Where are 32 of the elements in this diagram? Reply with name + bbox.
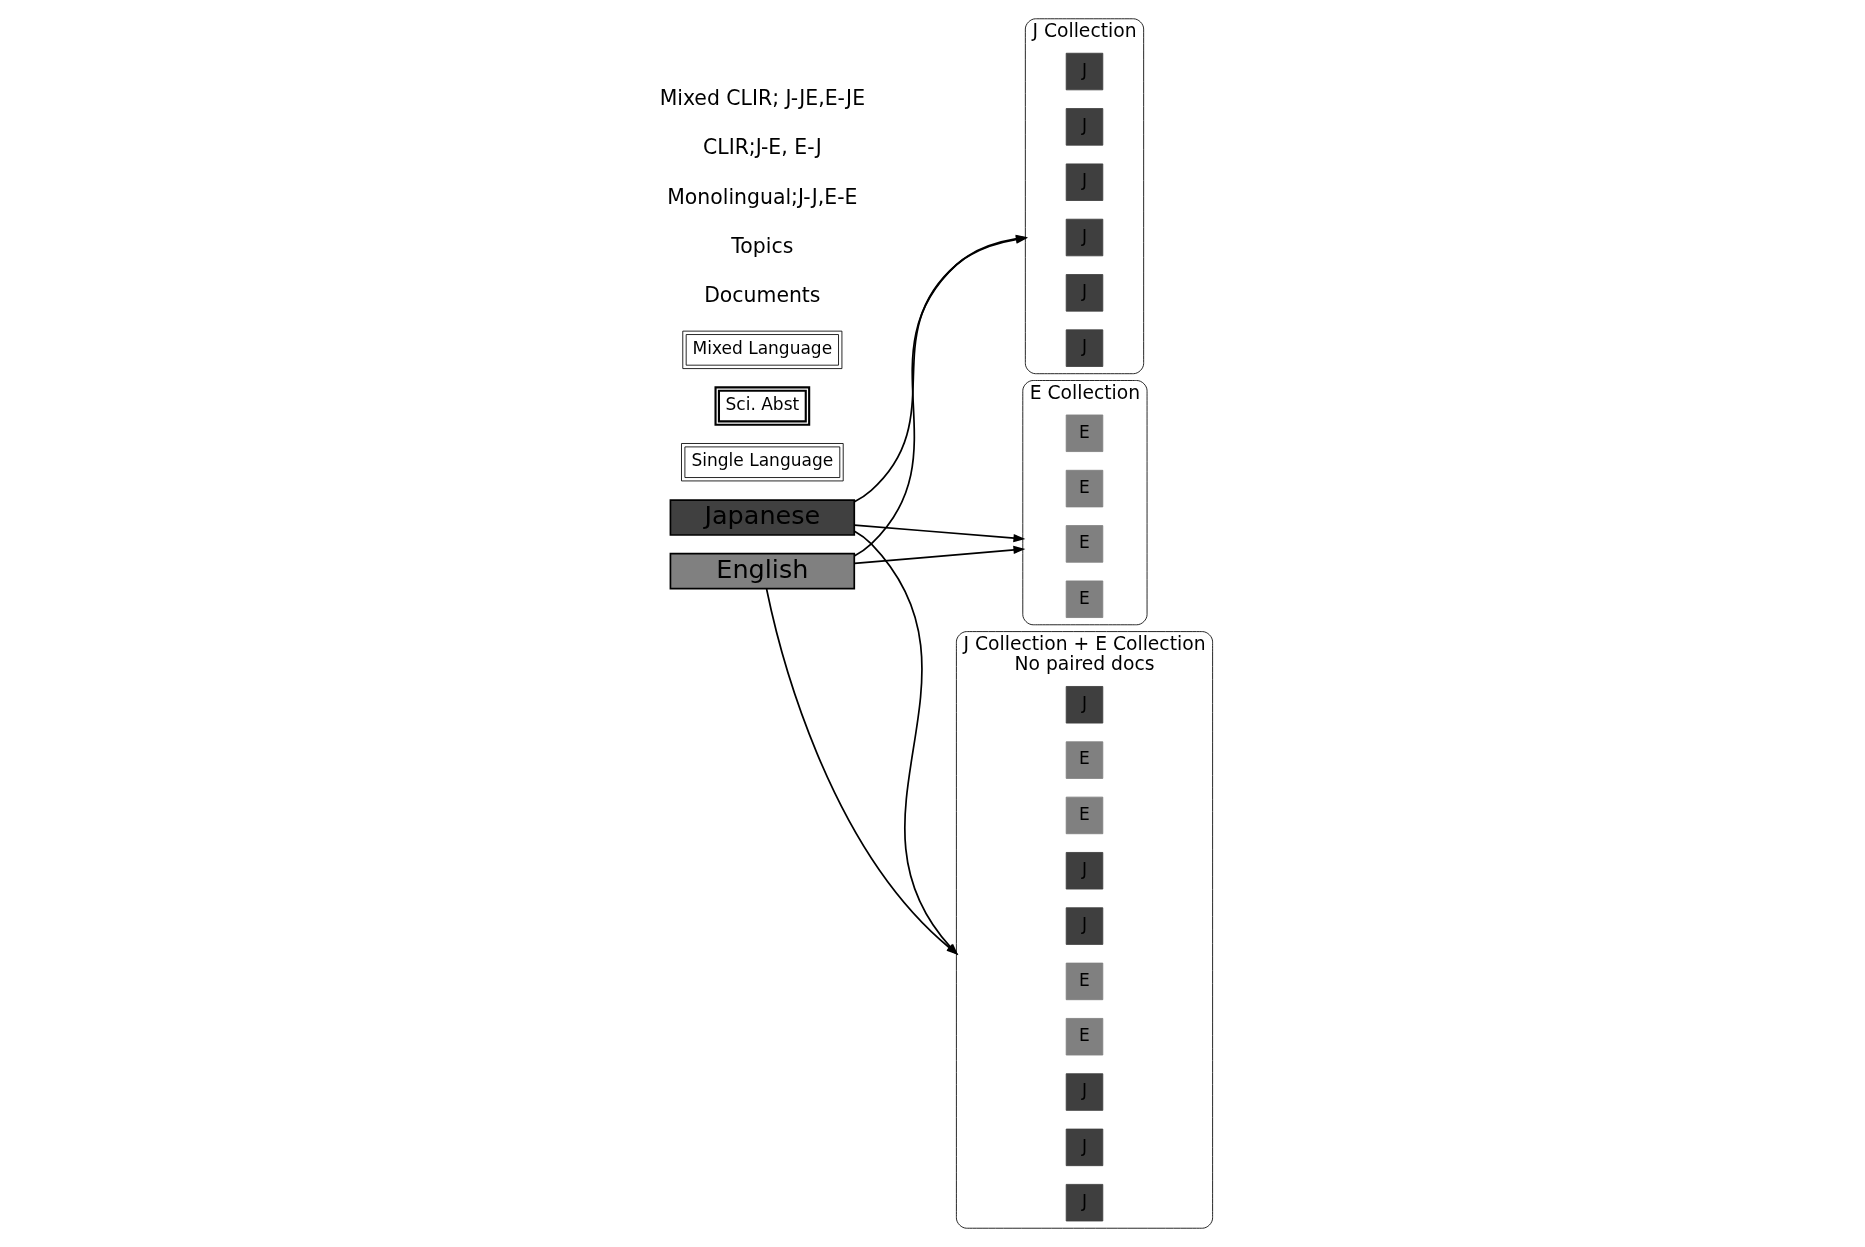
node-box: J <box>1065 852 1103 890</box>
node-box: J <box>1065 52 1103 91</box>
arrow <box>853 545 1025 565</box>
node-box: J <box>1065 163 1103 201</box>
node-box: J <box>1065 108 1103 146</box>
node-box: J <box>1065 1128 1103 1167</box>
node-box: E <box>1065 580 1103 618</box>
node-box: E <box>1065 962 1103 1001</box>
node-label: No paired docs <box>1014 653 1154 675</box>
label: Topics <box>730 234 793 258</box>
node-box: J <box>1065 1073 1103 1111</box>
node-box: J <box>1065 686 1103 724</box>
node-box: J <box>1065 1183 1103 1222</box>
node-box: English <box>669 552 855 590</box>
node-box: E <box>1065 525 1103 563</box>
label: Mixed CLIR; J-JE,E-JE <box>659 85 865 110</box>
node-box: E <box>1065 1018 1103 1056</box>
arrow <box>853 530 958 956</box>
node-box: J <box>1065 329 1103 367</box>
node-box: E <box>1065 414 1103 452</box>
node-box: J <box>1065 274 1103 312</box>
node-box: Japanese <box>669 499 855 536</box>
node-box: E <box>1065 469 1103 508</box>
arrow <box>853 524 1025 543</box>
node-box: E <box>1065 741 1103 779</box>
arrow <box>765 588 958 955</box>
label: CLIR;J-E, E-J <box>702 135 822 160</box>
node-box: J <box>1065 907 1103 945</box>
node-box: E <box>1065 796 1103 835</box>
label: Documents <box>703 283 821 308</box>
label: Monolingual;J-J,E-E <box>666 184 857 209</box>
node-box: J <box>1065 218 1103 257</box>
